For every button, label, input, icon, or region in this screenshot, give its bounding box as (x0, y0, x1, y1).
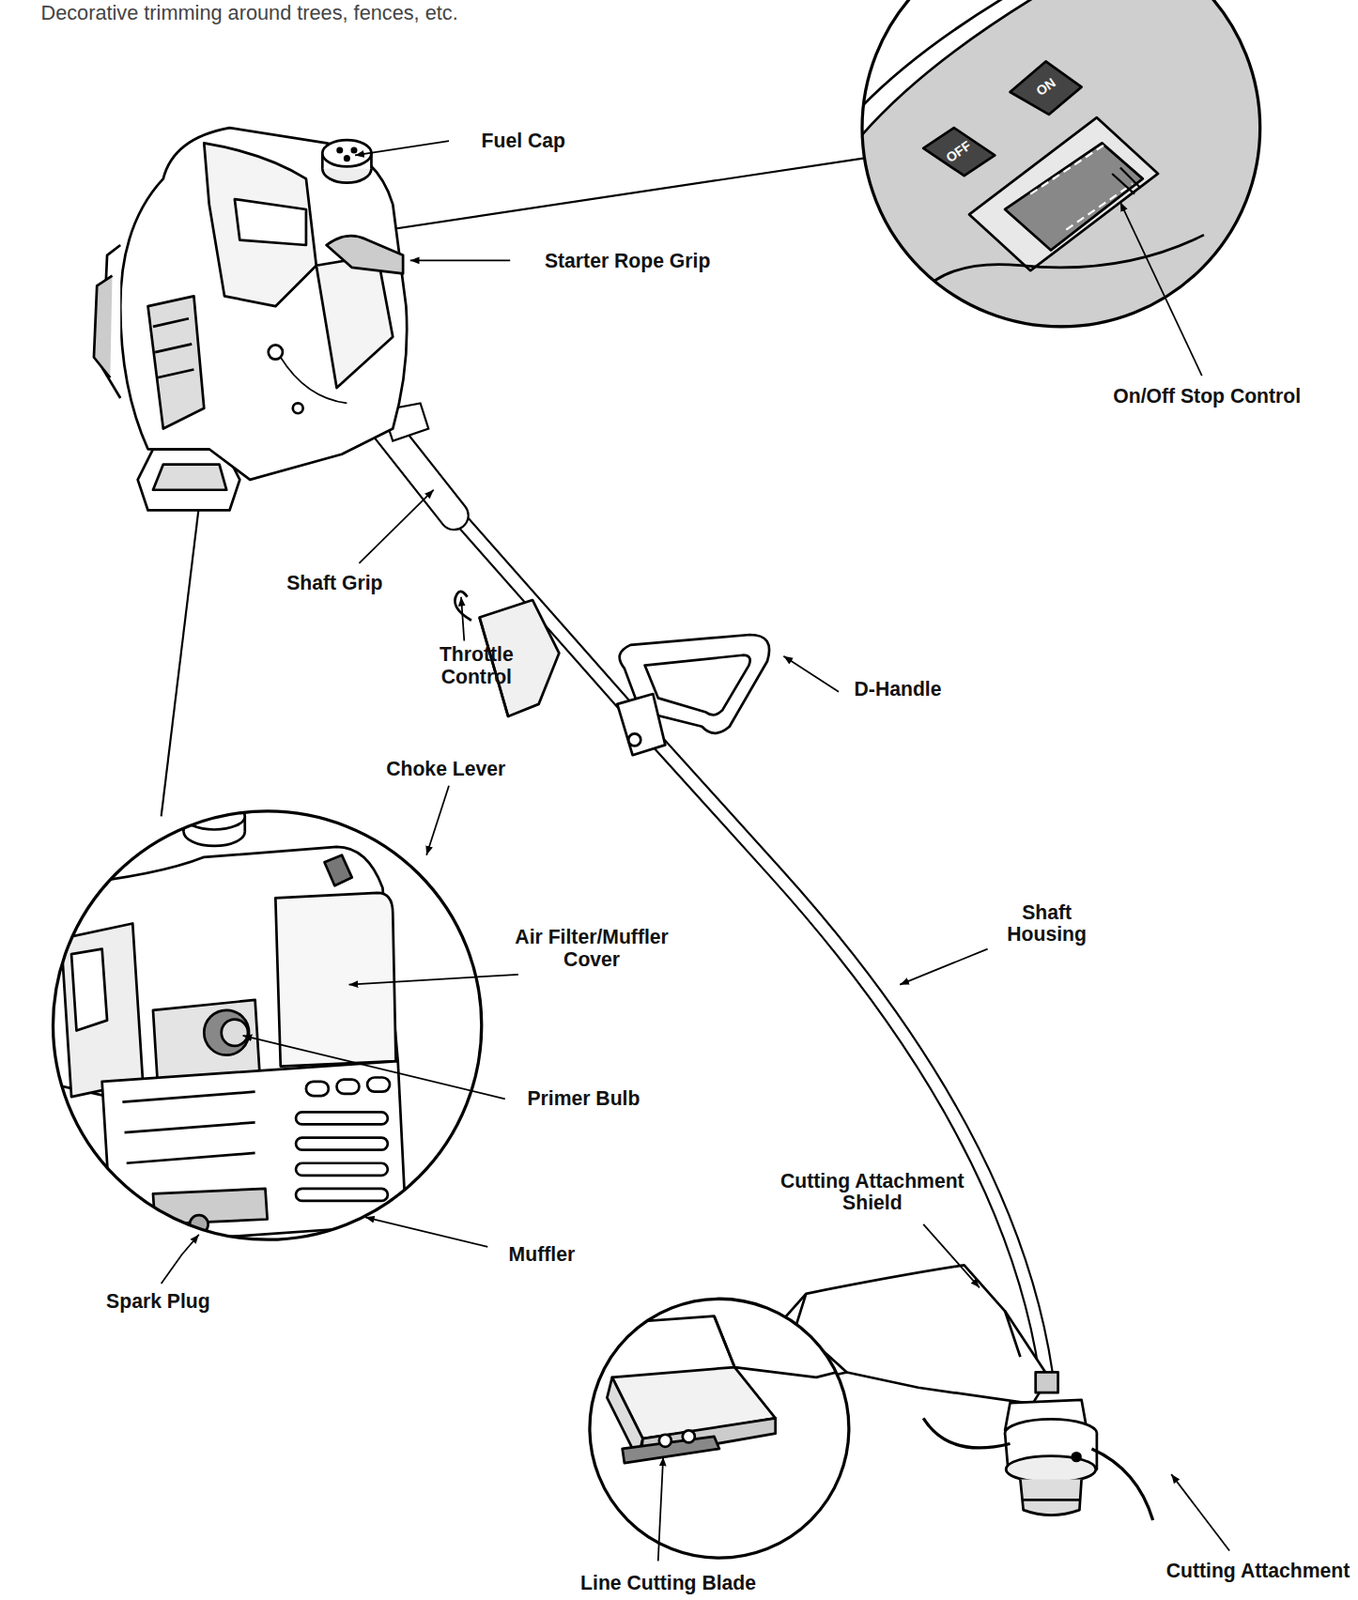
part-label: On/Off Stop Control (1112, 385, 1301, 407)
switch-marking: ON (1033, 76, 1058, 100)
shaft (377, 402, 1047, 1373)
d-handle (617, 634, 770, 756)
part-label: Shaft Grip (286, 572, 383, 595)
part-label: Shaft Housing (987, 901, 1106, 946)
part-label: Throttle Control (425, 643, 528, 688)
engine (93, 127, 407, 510)
part-label: Spark Plug (106, 1291, 211, 1313)
part-label: Starter Rope Grip (544, 249, 710, 272)
part-label: Muffler (509, 1244, 576, 1266)
switch-detail (847, 0, 1286, 338)
part-label: Choke Lever (385, 757, 506, 780)
part-label: Air Filter/Muffler Cover (494, 925, 689, 971)
switch-marking: OFF (943, 138, 974, 166)
part-label: Line Cutting Blade (580, 1572, 757, 1594)
part-label: Cutting Attachment (1166, 1559, 1351, 1582)
part-label: Cutting Attachment Shield (765, 1170, 980, 1215)
intro-text: Decorative trimming around trees, fences… (40, 1, 458, 25)
part-label: Fuel Cap (481, 129, 566, 152)
engine-detail (40, 802, 481, 1286)
part-label: Primer Bulb (526, 1087, 640, 1110)
part-label: D-Handle (854, 679, 942, 701)
leader-lines (161, 140, 1230, 1561)
blade-detail (570, 1298, 857, 1592)
